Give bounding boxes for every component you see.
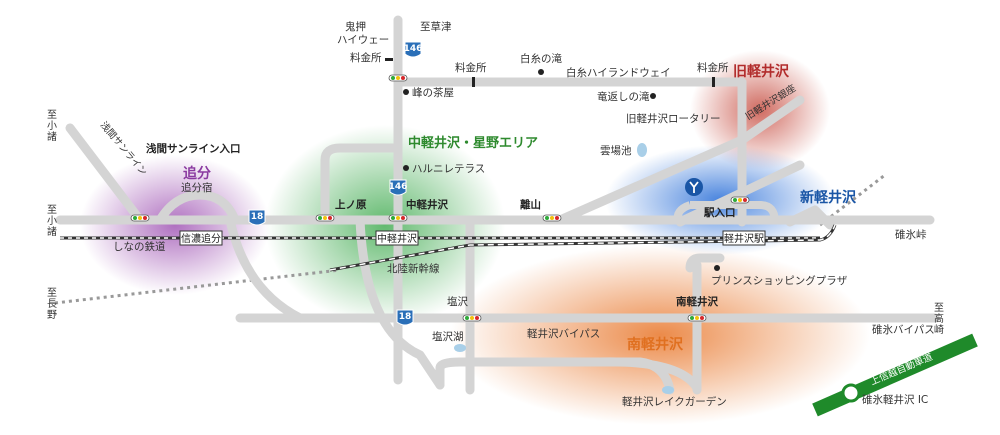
traffic-signals bbox=[130, 74, 750, 322]
blob-oiwake bbox=[80, 155, 270, 295]
usui-bypass: 碓氷バイパス bbox=[872, 323, 935, 336]
signal-eki bbox=[730, 196, 750, 204]
lake-garden: 軽井沢レイクガーデン bbox=[622, 395, 727, 408]
area-shin: 新軽井沢 bbox=[800, 189, 857, 206]
route-badges: 146 146 18 18 bbox=[248, 41, 423, 326]
shinano-oiwake-station: 信濃追分 bbox=[181, 232, 221, 245]
usui-ic-label: 碓氷軽井沢 IC bbox=[862, 393, 928, 406]
onioshi-label-2: ハイウェー bbox=[337, 34, 389, 46]
lake-garden-pond bbox=[662, 386, 674, 394]
to-komoro-top-label: 至小諸 bbox=[47, 109, 57, 143]
spot-dots bbox=[403, 69, 720, 271]
ryokin-north: 料金所 bbox=[350, 51, 382, 64]
route-18-num: 18 bbox=[251, 212, 264, 222]
route-146-num-2: 146 bbox=[389, 182, 408, 192]
usui-ic-marker bbox=[841, 383, 861, 403]
shinano-railway: しなの鉄道 bbox=[113, 240, 166, 253]
expressway: 上信越自動車道 碓氷軽井沢 IC bbox=[812, 333, 978, 417]
to-nagano-label: 至長野 bbox=[47, 287, 57, 321]
station-rotary bbox=[673, 201, 779, 223]
shiozawa: 塩沢 bbox=[447, 295, 468, 308]
naka-signal: 中軽井沢 bbox=[406, 198, 448, 211]
hokuriku-shinkansen: 北陸新幹線 bbox=[387, 262, 440, 275]
naka-karuizawa-station: 中軽井沢 bbox=[377, 232, 417, 245]
to-takasaki-label: 至高崎 bbox=[934, 302, 944, 336]
kyu-rotary: 旧軽井沢ロータリー bbox=[626, 112, 721, 125]
signal-hanareyama bbox=[542, 214, 562, 222]
shiozawa-lake bbox=[454, 344, 466, 352]
route-146-top: 146 bbox=[404, 41, 423, 58]
usui-touge: 碓氷峠 bbox=[895, 228, 927, 241]
onioshi-label-1: 鬼押 bbox=[345, 20, 366, 33]
area-oiwake: 追分 bbox=[183, 165, 211, 182]
route-146-mid: 146 bbox=[389, 179, 408, 196]
eki-iriguchi: 駅入口 bbox=[704, 207, 736, 219]
signal-kaminohara bbox=[315, 214, 335, 222]
signal-shiozawa bbox=[462, 314, 482, 322]
shiraito-falls: 白糸の滝 bbox=[520, 52, 562, 65]
station-boxes: 信濃追分 中軽井沢 軽井沢駅 bbox=[179, 230, 766, 246]
shiozawa-lake: 塩沢湖 bbox=[432, 330, 464, 343]
route-18-west: 18 bbox=[248, 209, 266, 226]
signal-naka bbox=[388, 214, 408, 222]
harunire: ハルニレテラス bbox=[412, 163, 485, 175]
ryokin-mid: 料金所 bbox=[455, 61, 487, 74]
area-kyu: 旧軽井沢 bbox=[733, 63, 790, 80]
shiraito-highland: 白糸ハイランドウェイ bbox=[566, 66, 671, 79]
signal-asama bbox=[130, 214, 150, 222]
toll-marks bbox=[385, 58, 715, 87]
ponds bbox=[454, 143, 674, 394]
signal-toll-north bbox=[388, 74, 408, 82]
prefecture-line bbox=[54, 173, 886, 305]
area-oiwake-sub: 追分宿 bbox=[181, 181, 213, 194]
ryugaeshi: 竜返しの滝 bbox=[597, 90, 650, 103]
hanareyama: 離山 bbox=[520, 198, 541, 211]
route-18-bypass: 18 bbox=[396, 309, 414, 326]
minami-signal: 南軽井沢 bbox=[676, 295, 718, 308]
asama-entrance: 浅間サンライン入口 bbox=[146, 142, 241, 155]
route-18-num-2: 18 bbox=[399, 312, 412, 322]
kaminohara: 上ノ原 bbox=[335, 198, 367, 211]
bypass: 軽井沢バイパス bbox=[527, 327, 600, 340]
area-naka: 中軽井沢・星野エリア bbox=[408, 135, 538, 151]
to-kusatsu: 至草津 bbox=[420, 21, 452, 33]
minenochaya: 峰の茶屋 bbox=[412, 86, 454, 99]
karuizawa-station: 軽井沢駅 bbox=[724, 232, 764, 245]
route-146-num: 146 bbox=[404, 44, 423, 54]
to-komoro-mid-label: 至小諸 bbox=[47, 204, 57, 238]
kumoba-pond bbox=[637, 143, 647, 157]
area-labels: 旧軽井沢 新軽井沢 中軽井沢・星野エリア 南軽井沢 追分 追分宿 bbox=[181, 63, 857, 353]
ryokin-kyu: 料金所 bbox=[697, 61, 729, 74]
station-symbol bbox=[685, 178, 703, 196]
signal-minami bbox=[687, 314, 707, 322]
prince-shopping: プリンスショッピングプラザ bbox=[711, 274, 848, 287]
area-minami: 南軽井沢 bbox=[627, 336, 684, 353]
blob-minami bbox=[450, 245, 870, 425]
kumoba: 雲場池 bbox=[600, 144, 632, 157]
